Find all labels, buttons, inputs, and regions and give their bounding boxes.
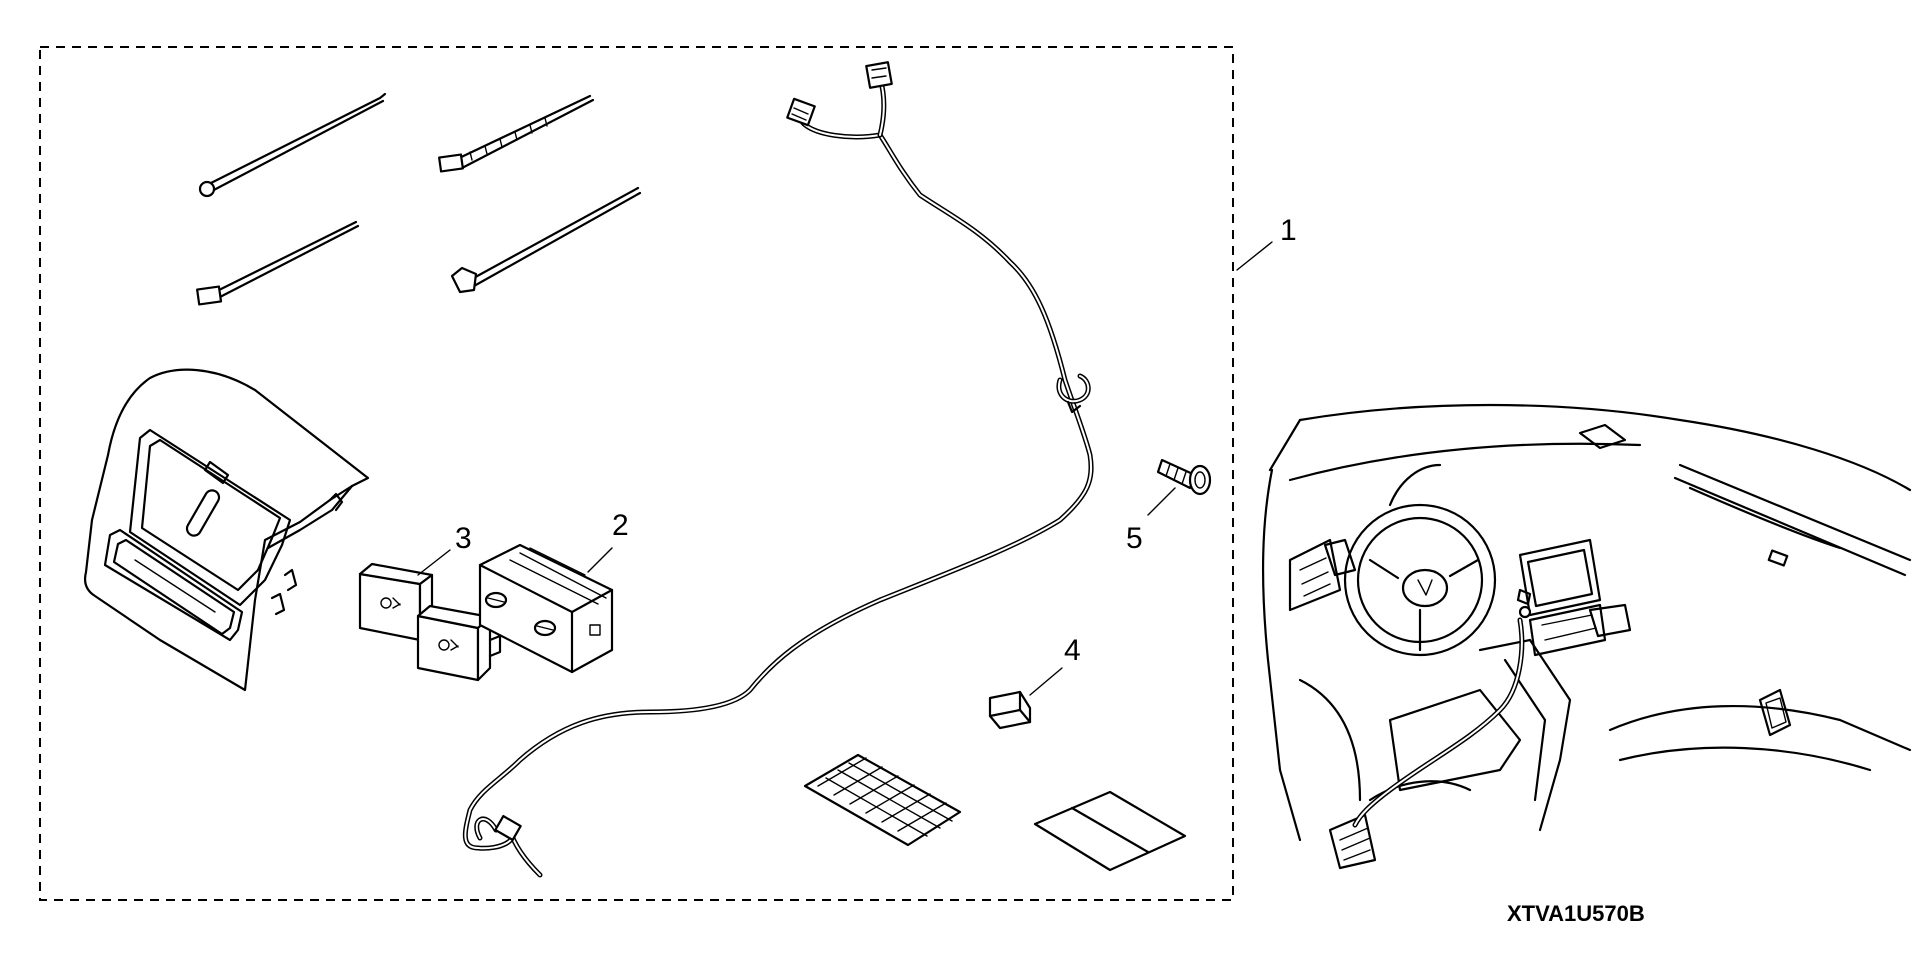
callout-5: 5	[1126, 522, 1143, 555]
kit-boundary	[39, 46, 1234, 901]
zip-tie-2	[438, 94, 595, 173]
vehicle-interior-illustration	[1261, 403, 1912, 870]
callout-1: 1	[1280, 214, 1297, 247]
zip-tie-1	[198, 92, 387, 198]
diagram-code: XTVA1U570B	[1507, 901, 1645, 926]
zip-tie-3	[196, 220, 360, 306]
callout-4: 4	[1064, 634, 1081, 667]
zip-tie-4	[450, 186, 642, 294]
rear-console-panel	[83, 368, 370, 692]
leader-lines	[417, 241, 1273, 696]
wire-harness	[462, 61, 1094, 878]
zip-ties	[196, 92, 642, 306]
adhesive-sheet	[1033, 790, 1187, 872]
switch-assembly	[358, 562, 502, 682]
small-clip	[988, 690, 1032, 730]
adhesive-pad-grid	[803, 753, 962, 847]
callout-3: 3	[455, 522, 472, 555]
callout-2: 2	[612, 509, 629, 542]
clip-bolt	[1156, 458, 1212, 496]
usb-charger-module	[478, 543, 614, 674]
